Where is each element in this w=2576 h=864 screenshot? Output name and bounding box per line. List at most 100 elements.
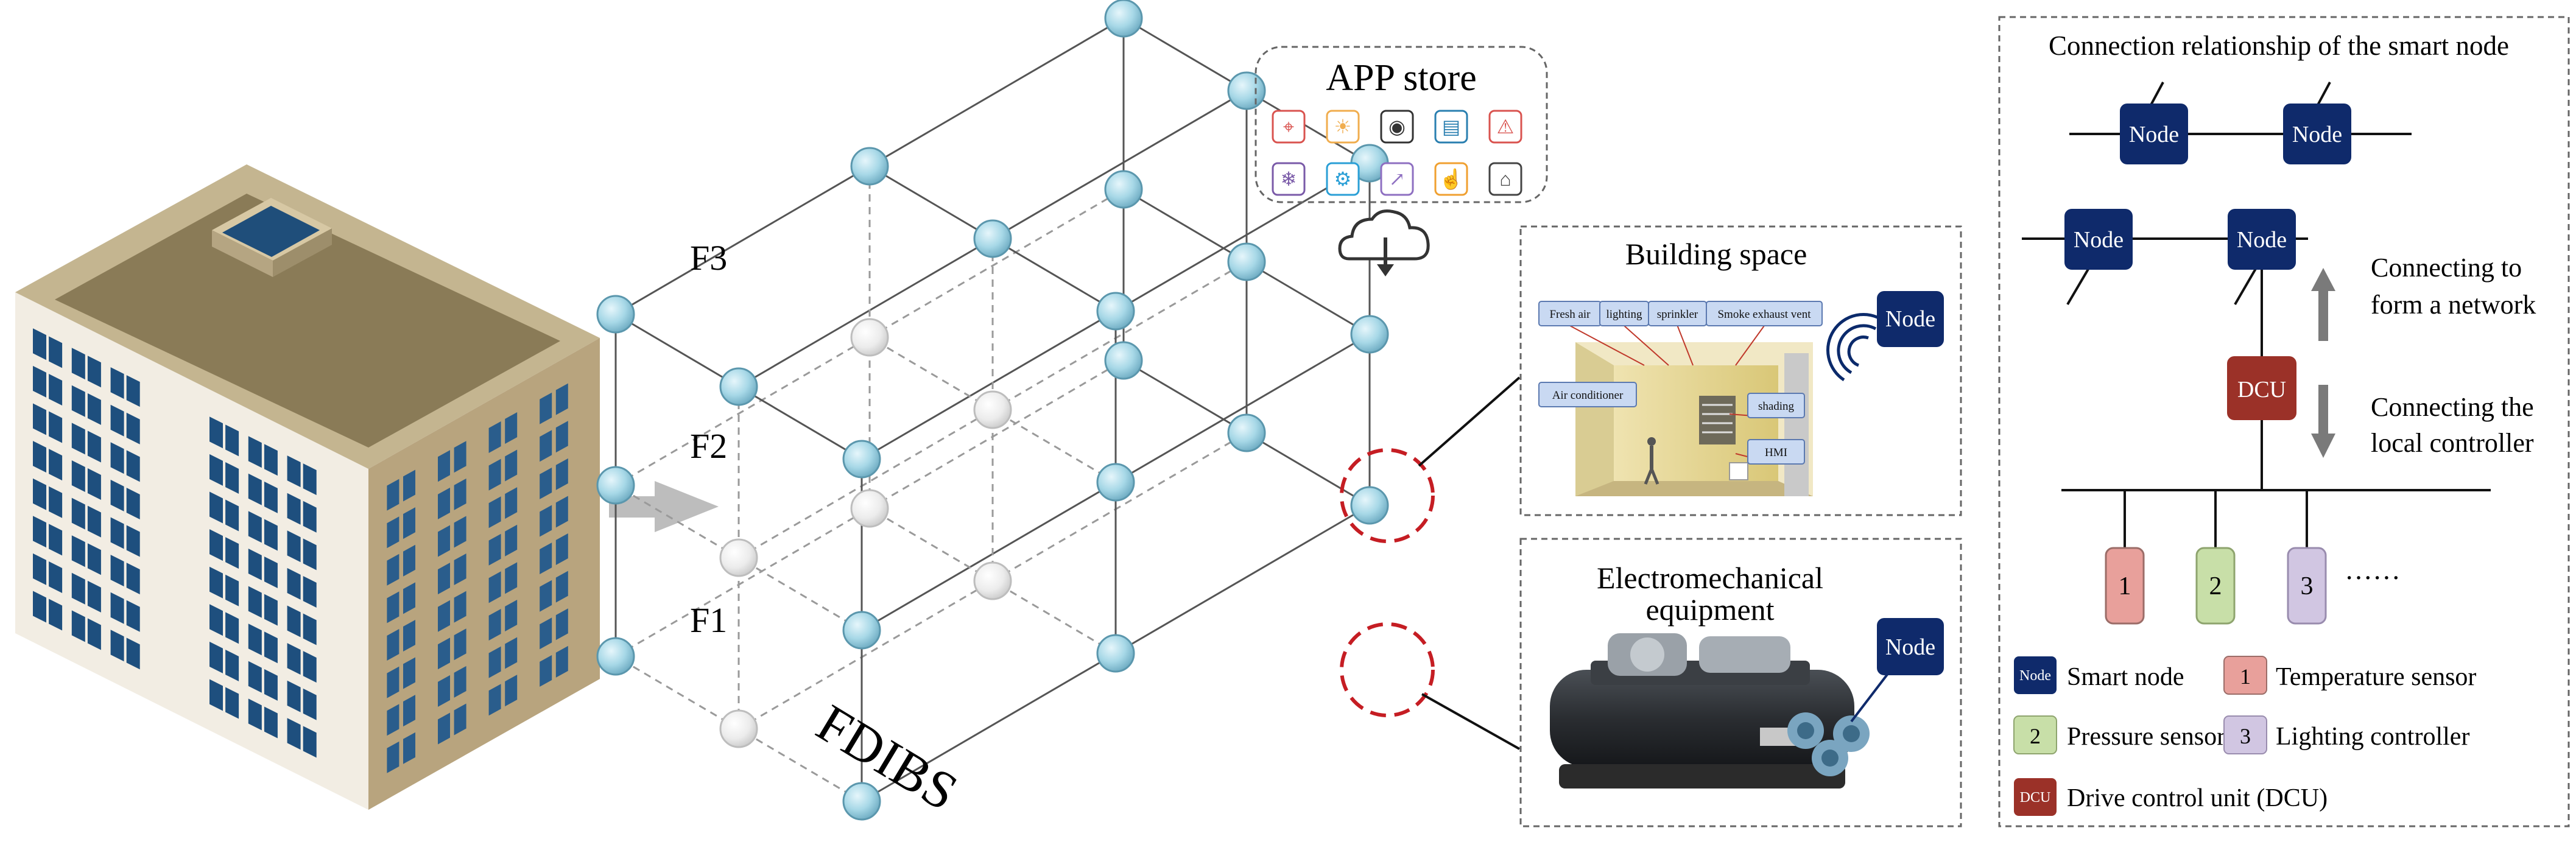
window-pane [403,619,415,652]
building-space-title: Building space [1625,237,1807,271]
touch-icon[interactable]: ☝ [1434,162,1468,196]
lattice-node [1096,634,1135,673]
window-pane [49,336,63,368]
svg-text:☝: ☝ [1439,167,1463,191]
window-pane [225,424,239,457]
window-pane [209,454,223,486]
window-pane [454,666,466,698]
window-pane [287,455,301,488]
window-pane [403,732,415,764]
svg-text:Node: Node [1885,634,1935,660]
window-pane [403,469,415,502]
svg-text:Lighting controller: Lighting controller [2276,723,2469,751]
factory-icon[interactable]: ⌂ [1488,162,1522,196]
svg-text:3: 3 [2240,724,2251,748]
window-pane [87,393,101,425]
dcu-box: DCU [2227,356,2296,420]
window-pane [454,553,466,586]
window-pane [87,356,101,388]
lattice-node-hidden [719,709,758,748]
svg-text:↗: ↗ [1389,168,1406,190]
fan-icon[interactable]: ❄ [1272,162,1306,196]
svg-text:Node: Node [2019,668,2051,684]
chart-icon[interactable]: ↗ [1380,162,1414,196]
window-pane [126,412,140,444]
svg-text:DCU: DCU [2237,377,2286,402]
svg-text:Node: Node [2237,227,2287,253]
tag-fresh-air: Fresh air [1538,301,1602,326]
tablet-icon[interactable]: ▤ [1434,110,1468,144]
window-pane [71,423,85,455]
camera-icon[interactable]: ◉ [1380,110,1414,144]
svg-text:2: 2 [2209,572,2222,600]
window-pane [454,628,466,661]
window-pane [287,530,301,563]
window-pane [33,328,46,360]
window-pane [87,505,101,538]
svg-text:◉: ◉ [1388,116,1406,138]
window-pane [71,348,85,380]
window-pane [454,516,466,548]
down-label-line1: Connecting the [2371,392,2534,422]
window-pane [454,478,466,510]
window-pane [505,412,518,444]
window-pane [225,537,239,569]
window-pane [209,529,223,561]
building-illustration [15,164,600,810]
window-pane [303,463,317,496]
window-pane [505,675,518,707]
window-pane [225,574,239,606]
window-pane [555,496,568,528]
window-pane [438,450,450,482]
lattice-node [850,147,889,186]
svg-text:sprinkler: sprinkler [1657,308,1698,321]
window-pane [303,613,317,645]
floor-label-f3: F3 [690,238,727,278]
window-pane [540,655,552,687]
lattice-node [1104,170,1143,209]
svg-text:shading: shading [1758,400,1795,413]
window-pane [287,718,301,750]
window-pane [303,538,317,571]
lattice-node [1104,0,1143,38]
wireless-icon [1826,313,1884,382]
svg-text:3: 3 [2301,572,2314,600]
window-pane [33,441,46,473]
window-pane [287,567,301,600]
window-pane [387,704,399,736]
air-conditioner-icon[interactable]: ⚙ [1326,162,1360,196]
fdibs-lattice: F3 F2 F1 FDIBS [596,0,1521,823]
tag-smoke-exhaust-vent: Smoke exhaust vent [1706,301,1823,326]
window-pane [126,637,140,670]
window-pane [126,487,140,519]
window-pane [488,609,501,641]
window-pane [403,657,415,689]
up-label-line2: form a network [2371,290,2536,320]
lightbulb-icon[interactable]: ☀ [1326,110,1360,144]
window-pane [87,468,101,500]
svg-text:⚙: ⚙ [1334,168,1352,190]
window-pane [505,524,518,557]
window-pane [403,544,415,577]
window-pane [71,460,85,492]
lattice-node [1227,413,1266,452]
window-pane [264,557,278,589]
window-pane [209,641,223,673]
window-pane [209,491,223,524]
svg-text:Air conditioner: Air conditioner [1552,389,1624,402]
window-pane [49,373,63,406]
svg-text:Node: Node [1885,306,1935,332]
equipment-panel: Electromechanical equipment Node [1519,538,1962,827]
up-label-line1: Connecting to [2371,253,2522,283]
window-pane [303,575,317,608]
window-pane [110,479,124,511]
window-pane [555,533,568,566]
network-node-4: Node [2228,209,2296,270]
window-pane [110,442,124,474]
tag-shading: shading [1747,393,1805,418]
warning-triangle-icon[interactable]: ⚠ [1488,110,1522,144]
window-pane [225,612,239,644]
window-pane [438,712,450,745]
location-pin-icon[interactable]: ⌖ [1272,110,1306,144]
svg-text:DCU: DCU [2020,790,2051,806]
